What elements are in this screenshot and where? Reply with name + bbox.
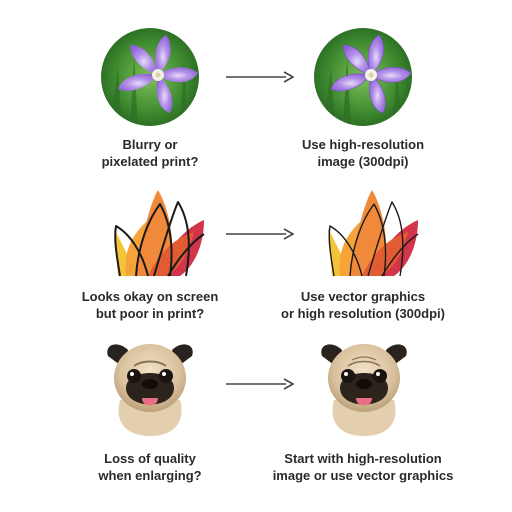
lotus-logo-icon: [114, 190, 205, 277]
arrow-icon: [226, 70, 295, 89]
pug-hi-res-image: [318, 338, 410, 436]
pug-photo-icon: [321, 344, 407, 436]
pug-photo-icon: [107, 344, 193, 436]
arrow-icon: [226, 227, 295, 246]
hi-res-flower-image: [313, 27, 413, 127]
flower-photo-icon: [314, 28, 412, 126]
lotus-low-res-graphic: [108, 186, 208, 278]
lotus-vector-graphic: [322, 186, 422, 278]
lotus-logo-icon: [328, 190, 419, 277]
flower-photo-icon: [101, 28, 199, 126]
pug-low-quality-image: [104, 338, 196, 436]
arrow-icon: [226, 377, 295, 396]
blurry-flower-image: [100, 27, 200, 127]
